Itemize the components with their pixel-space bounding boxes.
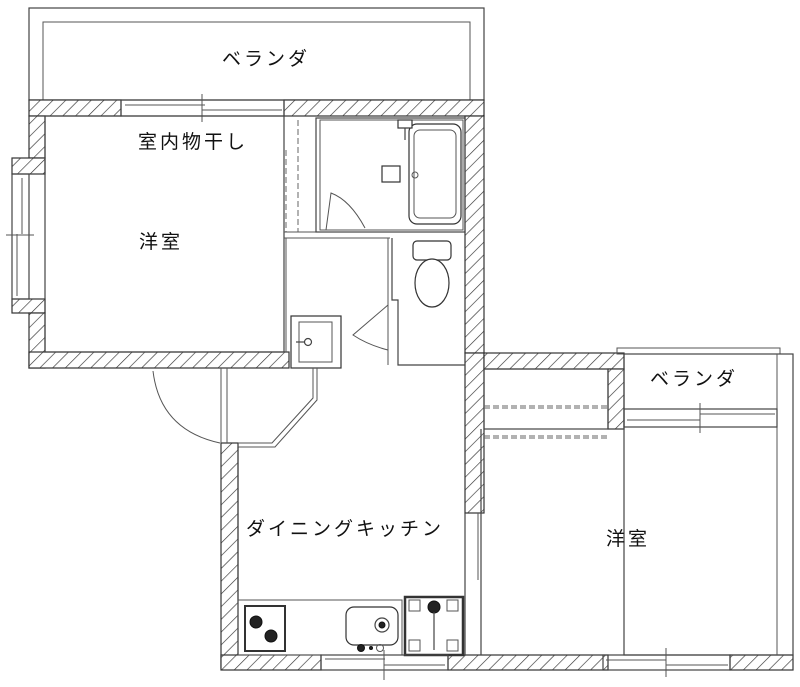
faucet-icon [397, 119, 413, 129]
indoor-drying-label: 室内物干し [138, 131, 248, 153]
veranda-top: ベランダ [28, 7, 485, 101]
washroom [285, 238, 342, 388]
western-room-2: 洋室 [480, 368, 731, 677]
gas-stove-icon [244, 605, 286, 652]
toilet-room [352, 238, 465, 366]
bathtub-icon [408, 123, 462, 225]
room1-door [152, 368, 318, 448]
western-room-1-label: 洋室 [139, 231, 183, 253]
dining-kitchen-label: ダイニングキッチン [246, 518, 444, 540]
toilet-bowl-icon [414, 258, 450, 308]
veranda-right-label: ベランダ [650, 368, 738, 390]
toilet-tank-icon [412, 240, 452, 261]
bathroom [315, 117, 466, 233]
western-room-2-label: 洋室 [606, 528, 650, 550]
window-room1-top [120, 94, 285, 122]
kitchen-sink-icon [345, 606, 399, 646]
veranda-top-label: ベランダ [222, 48, 310, 70]
bath-stool-icon [381, 165, 401, 183]
veranda-right: ベランダ [616, 347, 794, 656]
dining-kitchen: ダイニングキッチン [237, 447, 482, 680]
western-room-1: 室内物干し 洋室 [6, 115, 390, 353]
